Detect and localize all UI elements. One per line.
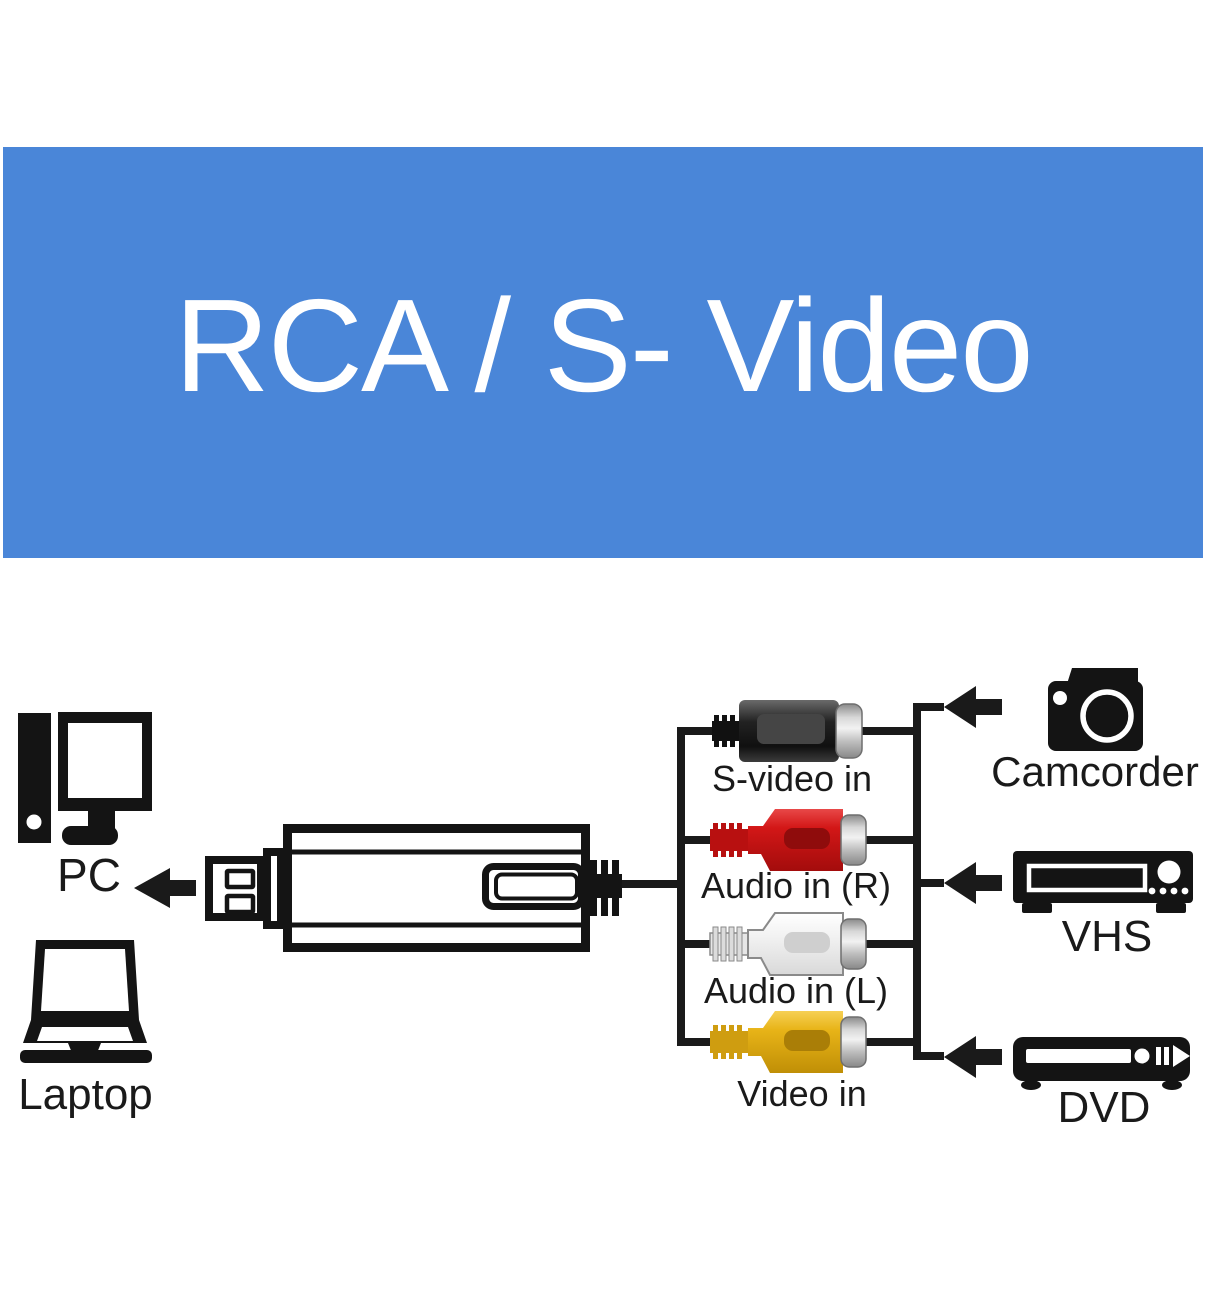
vcr-icon: [1013, 851, 1193, 913]
camera-icon: [1048, 668, 1143, 751]
s-video-in-label: S-video in: [711, 758, 873, 799]
audio-right-connector: [710, 809, 867, 871]
pc-label: PC: [57, 849, 121, 901]
audio-in-left-label: Audio in (L): [703, 970, 889, 1011]
arrow-from-camcorder: [944, 686, 1002, 728]
left-wire-harness: [618, 727, 726, 1046]
arrow-from-dvd: [944, 1036, 1002, 1078]
video-in-connector: [710, 1011, 867, 1073]
camcorder-label: Camcorder: [991, 748, 1199, 795]
right-wire-harness: [858, 703, 944, 1060]
page-title: RCA / S- Video: [174, 272, 1033, 419]
s-video-connector: [712, 700, 863, 762]
laptop-label: Laptop: [18, 1070, 153, 1119]
audio-left-connector: [709, 912, 867, 976]
audio-in-right-label: Audio in (R): [700, 865, 892, 906]
arrow-to-pc: [134, 868, 196, 908]
arrow-from-vhs: [944, 862, 1002, 904]
usb-collar: [263, 848, 285, 929]
pc-icon: [18, 712, 152, 845]
title-banner: RCA / S- Video: [3, 147, 1203, 558]
dvd-label: DVD: [1057, 1083, 1151, 1132]
usb-capture-device: [205, 824, 622, 952]
dvd-player-icon: [1013, 1037, 1190, 1090]
vhs-label: VHS: [1061, 912, 1153, 961]
video-in-label: Video in: [737, 1073, 867, 1114]
strain-relief: [588, 860, 622, 916]
laptop-icon: [20, 940, 152, 1063]
